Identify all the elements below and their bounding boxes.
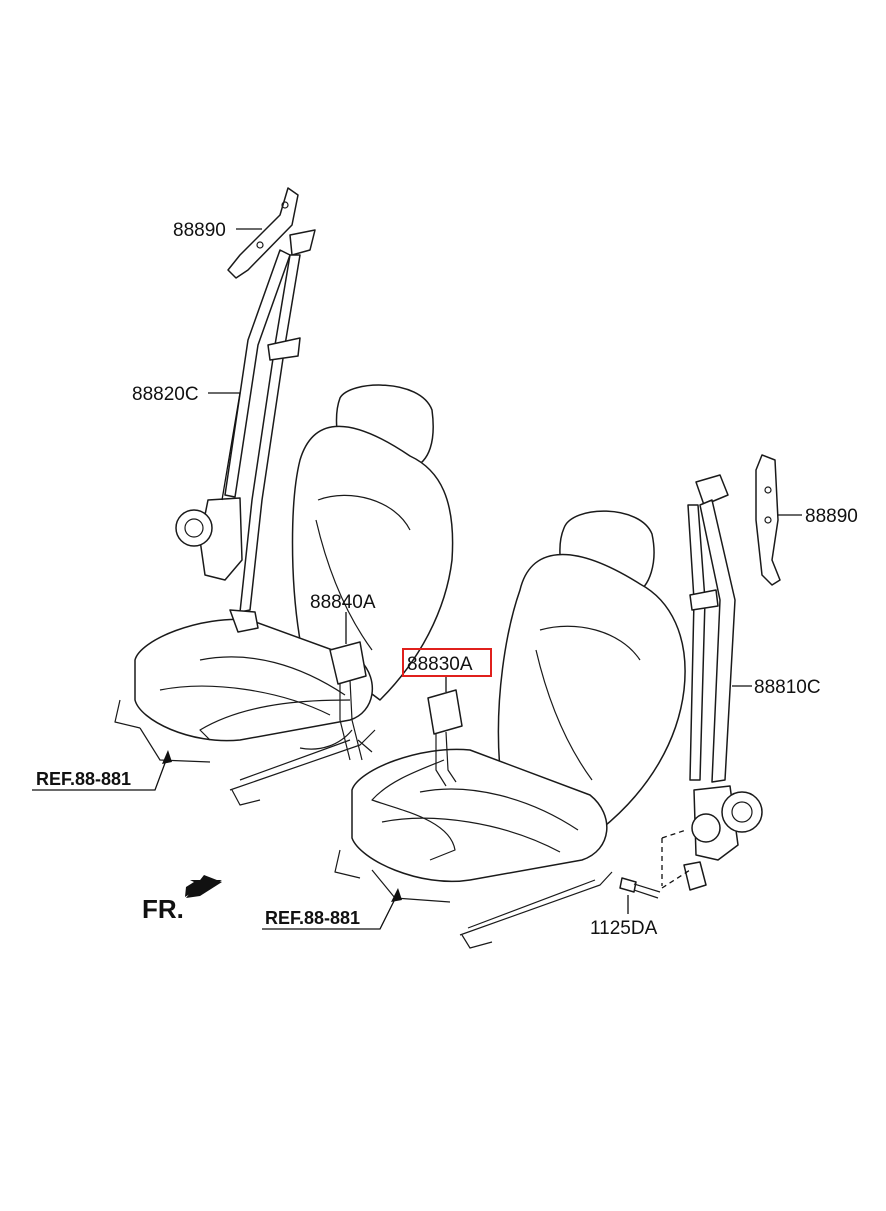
right-seat: [334, 510, 686, 949]
left-buckle: [199, 641, 367, 761]
highlight-box: [402, 648, 492, 677]
left-seat: [114, 384, 454, 806]
label-1125da[interactable]: 1125DA: [590, 918, 658, 939]
arrow-left-down-icon: [185, 875, 222, 898]
left-belt-assembly: [175, 187, 316, 633]
front-label: FR.: [142, 894, 184, 924]
label-88820c[interactable]: 88820C: [132, 384, 199, 405]
label-88840a[interactable]: 88840A: [310, 592, 376, 613]
right-belt-assembly: [683, 454, 781, 891]
ref-label-left[interactable]: REF.88-881: [36, 769, 131, 789]
right-buckle: [371, 689, 463, 861]
leader-lines: [32, 228, 802, 930]
ref-label-right[interactable]: REF.88-881: [265, 908, 360, 928]
label-88890-right[interactable]: 88890: [805, 506, 858, 527]
bolt-part: [619, 829, 691, 899]
label-88810c[interactable]: 88810C: [754, 677, 821, 698]
label-88890-left[interactable]: 88890: [173, 220, 226, 241]
label-88830a[interactable]: 88830A: [407, 654, 473, 675]
